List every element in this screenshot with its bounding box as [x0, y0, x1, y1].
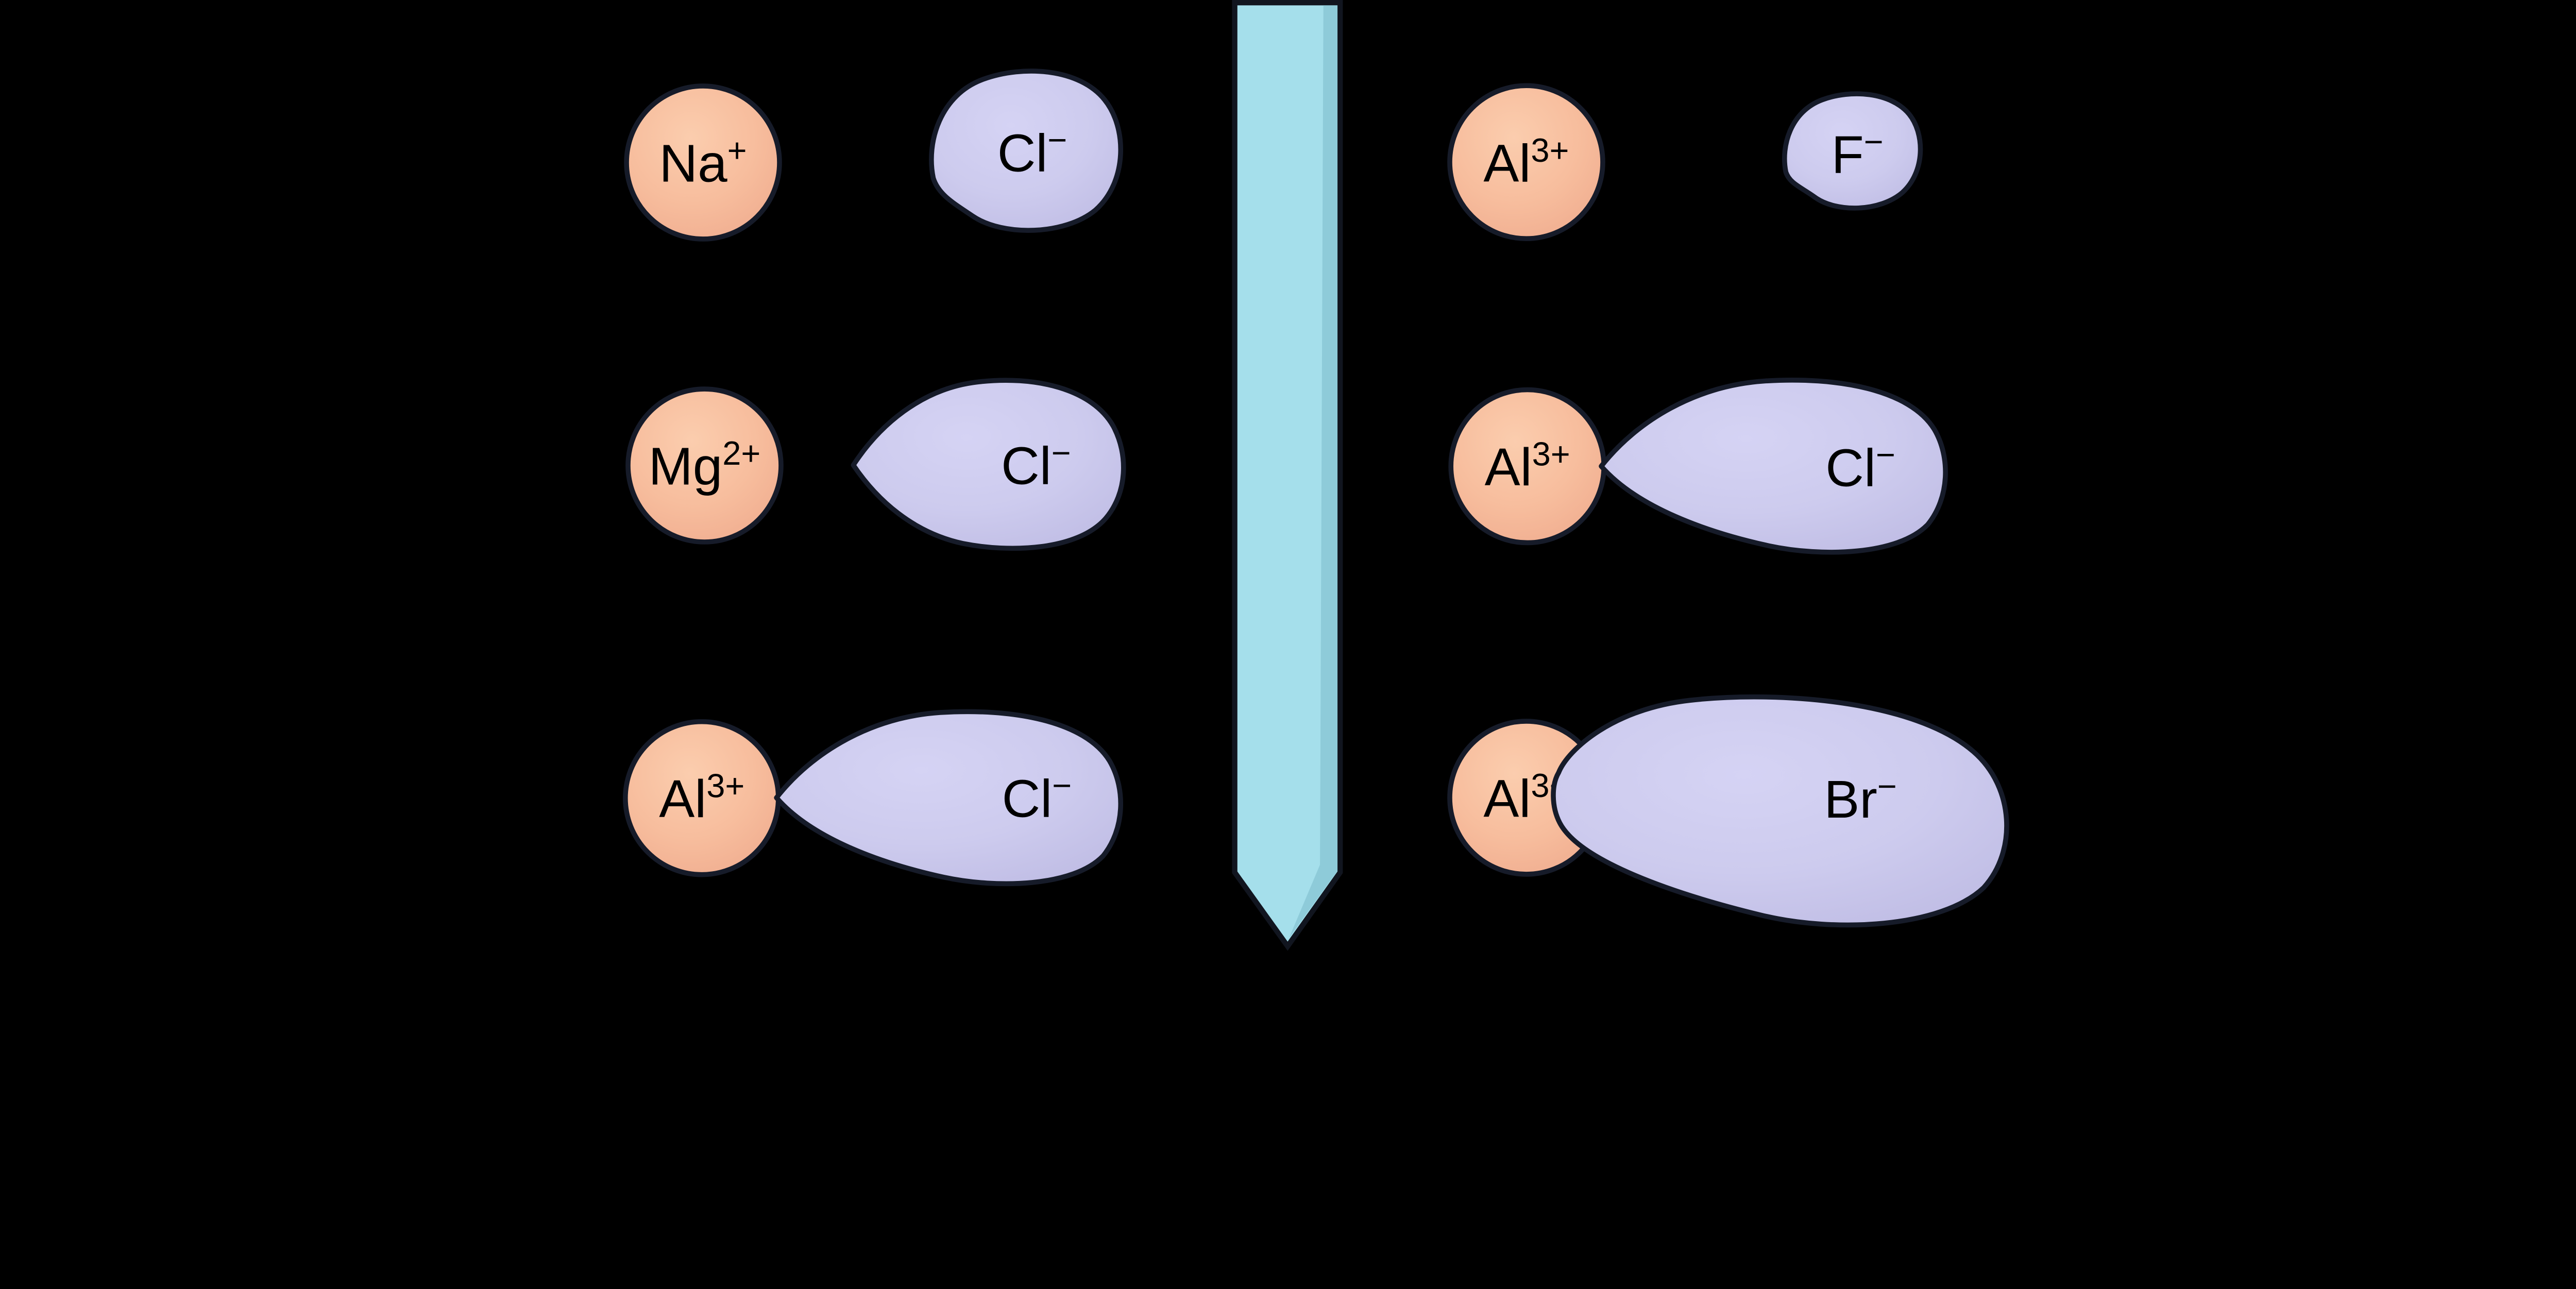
down-arrow-body [1232, 0, 1343, 951]
cation-al-label: Al3+ [1485, 435, 1570, 497]
cation-al-label: Al3+ [659, 767, 744, 828]
anion-f-blob [1782, 91, 1923, 211]
diagram-canvas: Na+ Cl− Mg2+ Cl− Al3+ Cl− Al3+ F− Al3+ C… [623, 0, 2009, 951]
anion-cl-blob [929, 69, 1123, 233]
pair-row-left-2: Mg2+ Cl− [625, 378, 1126, 551]
down-arrow-shade-band [1289, 5, 1338, 938]
anion-cl-label: Cl− [1825, 436, 1895, 497]
cation-al-label: Al3+ [1483, 131, 1569, 193]
down-arrow-icon [1232, 0, 1343, 951]
pair-row-left-1: Na+ Cl− [624, 69, 1123, 242]
anion-br-label: Br− [1824, 767, 1896, 828]
anion-br-blob [1551, 694, 2009, 928]
anion-cl-teardrop [851, 378, 1126, 551]
pair-row-right-1: Al3+ F− [1447, 83, 1923, 242]
polarisation-diagram: Na+ Cl− Mg2+ Cl− Al3+ Cl− Al3+ F− Al3+ C… [623, 0, 2009, 951]
pair-row-left-3: Al3+ Cl− [623, 709, 1123, 887]
anion-f-label: F− [1832, 123, 1884, 184]
pair-row-right-2: Al3+ Cl− [1448, 378, 1948, 555]
cation-na-circle [624, 83, 782, 242]
anion-cl-label: Cl− [1002, 767, 1072, 828]
anion-cl-teardrop-large [1599, 378, 1948, 555]
anion-cl-label: Cl− [1001, 434, 1071, 495]
cation-mg-circle [625, 386, 784, 545]
pair-row-right-3: Al3+ Br− [1447, 694, 2009, 928]
anion-cl-teardrop-large [774, 709, 1123, 887]
cation-al-circle [1447, 83, 1605, 242]
anion-cl-label: Cl− [997, 121, 1067, 182]
cation-na-label: Na+ [659, 131, 747, 193]
cation-mg-label: Mg2+ [649, 434, 761, 496]
